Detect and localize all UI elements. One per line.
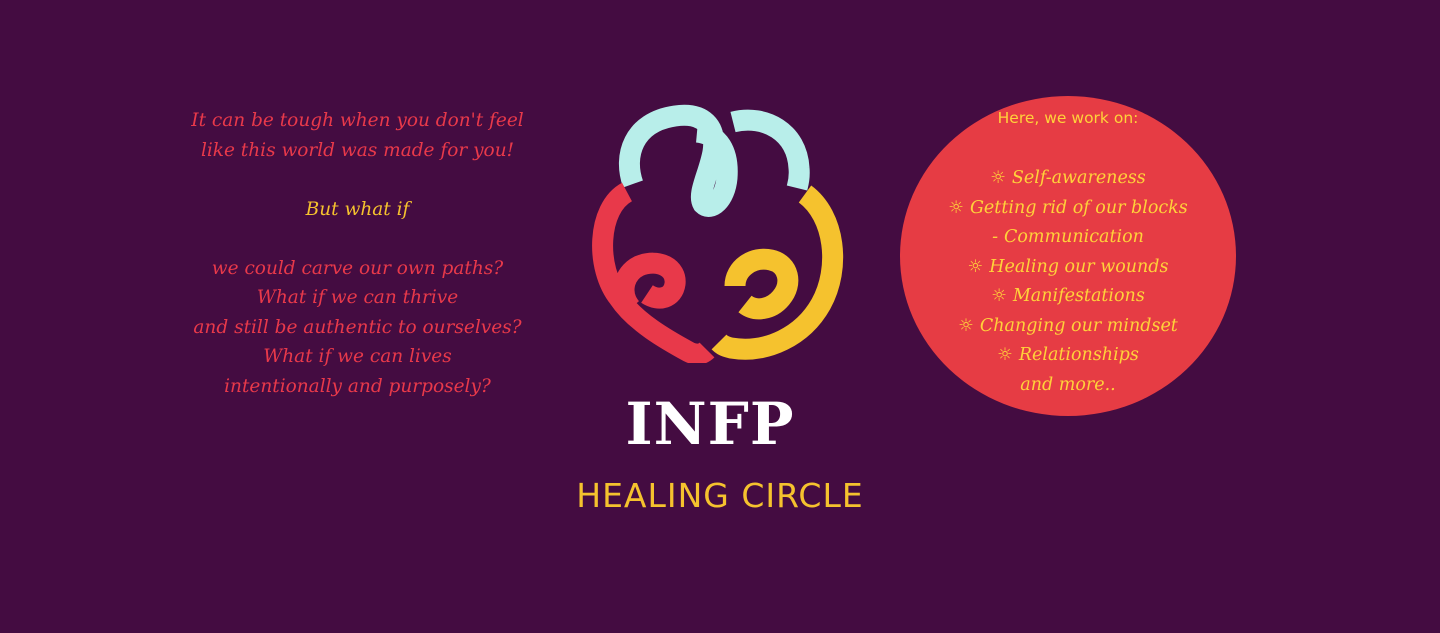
intro-question-3: and still be authentic to ourselves? <box>193 316 522 338</box>
spacer <box>150 224 565 254</box>
focus-item-manifestations: ☼Manifestations <box>900 282 1236 312</box>
dash-icon: - <box>992 227 998 247</box>
focus-item-relationships: ☼Relationships <box>900 341 1236 371</box>
sun-icon: ☼ <box>948 197 964 218</box>
focus-item-blocks: ☼Getting rid of our blocks <box>900 194 1236 224</box>
focus-item-mindset: ☼Changing our mindset <box>900 312 1236 342</box>
focus-item-label: Getting rid of our blocks <box>969 197 1188 218</box>
sun-icon: ☼ <box>967 256 984 277</box>
intro-text: It can be tough when you don't feel like… <box>150 106 565 401</box>
focus-item-label: Communication <box>1003 227 1144 247</box>
focus-item-label: Manifestations <box>1012 286 1145 306</box>
focus-item-label: Changing our mindset <box>979 315 1178 336</box>
intro-line-2: like this world was made for you! <box>200 139 515 161</box>
intro-question-5: intentionally and purposely? <box>224 375 491 397</box>
sun-icon: ☼ <box>997 345 1013 365</box>
focus-item-communication: -Communication <box>900 223 1236 253</box>
focus-items: ☼Self-awareness ☼Getting rid of our bloc… <box>900 164 1236 400</box>
intro-question-4: What if we can lives <box>263 346 452 367</box>
sun-icon: ☼ <box>958 315 974 336</box>
brand-title: INFP <box>625 390 795 458</box>
intro-question-2: What if we can thrive <box>256 287 459 308</box>
logo-red-loop <box>592 182 715 363</box>
sun-icon: ☼ <box>990 168 1006 188</box>
logo-yellow-loop <box>711 185 844 360</box>
focus-item-self-awareness: ☼Self-awareness <box>900 164 1236 194</box>
logo-knot-icon <box>592 104 844 363</box>
focus-heading: Here, we work on: <box>997 109 1139 127</box>
logo-cyan-loop <box>619 104 810 217</box>
sun-icon: ☼ <box>991 286 1007 306</box>
intro-line-1: It can be tough when you don't feel <box>191 110 524 131</box>
spacer <box>150 165 565 195</box>
intro-pivot: But what if <box>305 198 410 220</box>
focus-list: Here, we work on: ☼Self-awareness ☼Getti… <box>900 106 1236 400</box>
focus-item-label: Relationships <box>1018 345 1139 365</box>
intro-question-1: we could carve our own paths? <box>211 257 504 279</box>
brand-subtitle: HEALING CIRCLE <box>576 476 864 515</box>
focus-circle <box>900 96 1236 416</box>
focus-closing: and more.. <box>1020 374 1116 395</box>
focus-item-label: Healing our wounds <box>989 256 1169 277</box>
focus-item-healing: ☼Healing our wounds <box>900 253 1236 283</box>
focus-item-label: Self-awareness <box>1011 168 1146 188</box>
